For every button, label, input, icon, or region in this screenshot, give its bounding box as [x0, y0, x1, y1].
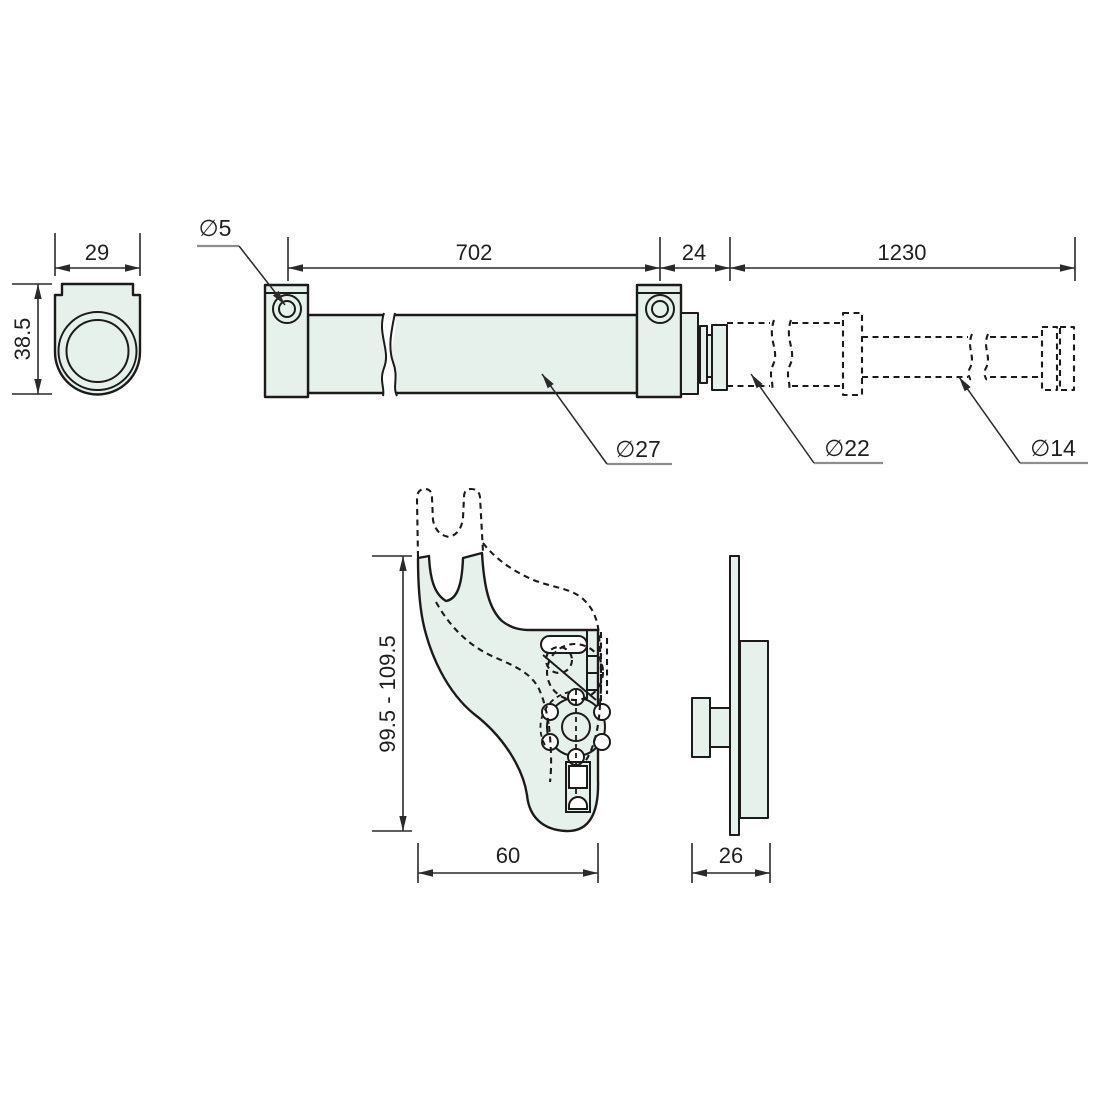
- end-collar: [680, 312, 728, 395]
- bracket-front-view: 99.5 - 109.5 60: [372, 487, 611, 883]
- callout-dia22: ∅22: [750, 373, 883, 465]
- dimension-29: 29: [54, 233, 141, 276]
- dia27-label: ∅27: [615, 436, 661, 462]
- callout-dia5: ∅5: [197, 215, 286, 306]
- outer-tube-body: [306, 313, 639, 395]
- dim-29-label: 29: [85, 240, 109, 265]
- cross-section-outer-circle: [57, 311, 138, 391]
- dimension-26: 26: [691, 843, 771, 883]
- dia14-label: ∅14: [1030, 435, 1076, 461]
- side-knob-stem: [709, 707, 731, 748]
- right-pin-hole-inner: [651, 300, 669, 318]
- lower-plate: [565, 761, 591, 813]
- bracket-ghost-dashed: [415, 487, 609, 783]
- dia5-label: ∅5: [199, 215, 232, 241]
- dimension-height-range: 99.5 - 109.5: [372, 555, 412, 832]
- bracket-side-view: 26: [691, 555, 771, 883]
- dim-702-label: 702: [456, 240, 493, 265]
- cross-section-view: 29 38.5: [10, 233, 142, 396]
- tube-break-lines: [381, 312, 398, 397]
- callout-dia27: ∅27: [541, 373, 672, 466]
- dimension-38-5: 38.5: [10, 283, 52, 395]
- dim-height-range-label: 99.5 - 109.5: [375, 635, 400, 752]
- side-knob: [691, 697, 711, 758]
- right-mounting-lug: [635, 283, 683, 399]
- dimension-60: 60: [417, 843, 599, 883]
- left-pin-hole-outer: [272, 294, 302, 324]
- dim-1230-label: 1230: [878, 240, 927, 265]
- dia22-label: ∅22: [824, 435, 870, 461]
- side-wall-plate: [729, 555, 740, 836]
- dim-60-label: 60: [496, 843, 520, 868]
- right-pin-hole-outer: [645, 294, 675, 324]
- dimension-24: 24: [660, 237, 731, 281]
- left-mounting-lug: [263, 283, 310, 399]
- cross-section-inner-circle: [65, 319, 130, 383]
- bracket-body: [416, 551, 600, 833]
- dim-26-label: 26: [719, 843, 743, 868]
- left-pin-hole-inner: [278, 300, 296, 318]
- middle-tube-dashed: [727, 311, 864, 397]
- dimension-1230: 1230: [730, 237, 1076, 281]
- pole-view: 702 24 1230 ∅5 ∅27 ∅22: [197, 215, 1088, 466]
- callout-dia14: ∅14: [958, 376, 1088, 465]
- dim-38-5-label: 38.5: [10, 318, 35, 361]
- cross-section-outline: [53, 282, 142, 396]
- dim-24-label: 24: [682, 240, 706, 265]
- side-body-slab: [739, 640, 769, 819]
- dimension-702: 702: [287, 237, 661, 281]
- inner-tube-dashed: [862, 325, 1076, 392]
